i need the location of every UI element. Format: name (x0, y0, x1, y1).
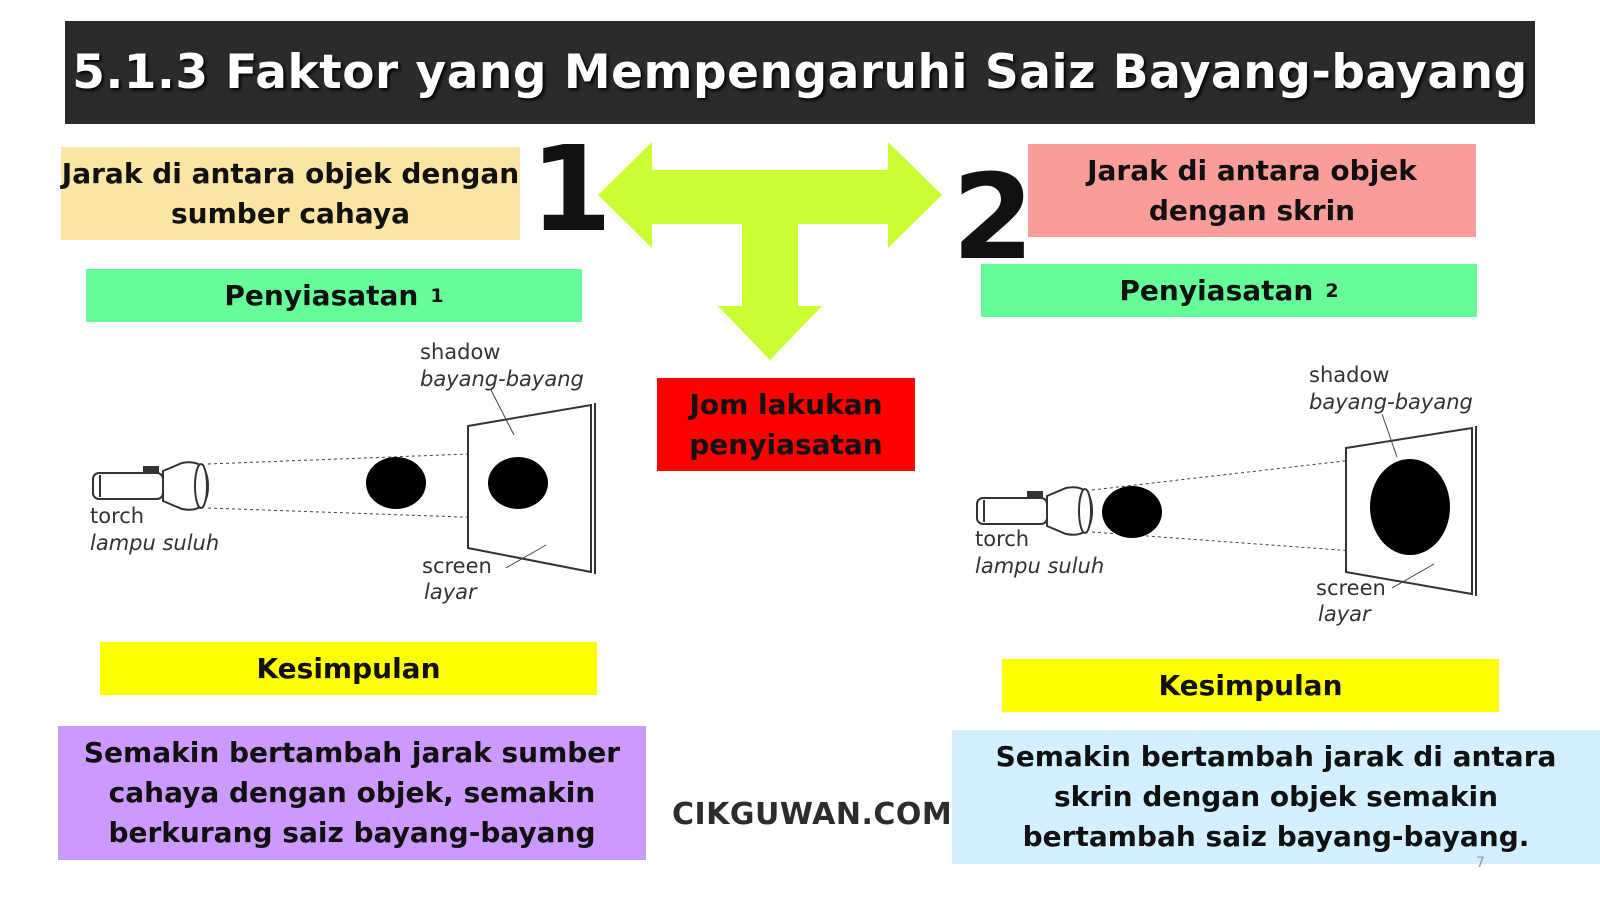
page-mark: 7 (1476, 855, 1485, 871)
factor-2-number: 2 (952, 148, 1035, 286)
torch-label: torch (90, 504, 144, 528)
torch-label-ms: lampu suluh (90, 531, 219, 555)
call-to-action: Jom lakukan penyiasatan (657, 378, 915, 471)
website-label: CIKGUWAN.COM (672, 797, 953, 832)
factor-1-label: Jarak di antara objek dengan sumber caha… (61, 147, 520, 240)
object-ball (1102, 486, 1162, 538)
shadow-shape (488, 457, 548, 509)
shadow-label-ms: bayang-bayang (1309, 390, 1473, 414)
shadow-diagram-1: shadow bayang-bayang torch lampu suluh s… (90, 340, 596, 604)
screen-label-ms: layar (1318, 602, 1372, 626)
conclusion-1-text: Semakin bertambah jarak sumber cahaya de… (58, 726, 646, 860)
torch-label-ms: lampu suluh (975, 554, 1104, 578)
shadow-shape (1370, 459, 1450, 555)
torch-label: torch (975, 527, 1029, 551)
title-bar: 5.1.3 Faktor yang Mempengaruhi Saiz Baya… (65, 21, 1535, 124)
torch-icon (976, 486, 1094, 536)
screen-label: screen (1316, 576, 1386, 600)
shadow-label: shadow (1309, 363, 1389, 387)
shadow-label: shadow (420, 340, 500, 364)
factor-2-label: Jarak di antara objek dengan skrin (1028, 144, 1476, 237)
shadow-diagram-2: shadow bayang-bayang torch lampu suluh s… (975, 363, 1477, 626)
object-ball (366, 457, 426, 509)
torch-icon (92, 461, 210, 511)
three-way-arrow-icon (598, 142, 942, 360)
conclusion-2-text: Semakin bertambah jarak di antara skrin … (952, 730, 1600, 864)
screen-label: screen (422, 554, 492, 578)
investigation-2-number: 2 (1325, 279, 1339, 302)
investigation-1-number: 1 (430, 284, 444, 307)
investigation-2-header: Penyiasatan 2 (981, 264, 1477, 317)
investigation-2-label: Penyiasatan (1119, 274, 1314, 307)
conclusion-2-heading: Kesimpulan (1002, 659, 1499, 712)
conclusion-1-heading: Kesimpulan (100, 642, 597, 695)
investigation-1-header: Penyiasatan 1 (86, 269, 582, 322)
factor-1-number: 1 (530, 120, 613, 258)
screen-label-ms: layar (424, 580, 478, 604)
shadow-label-ms: bayang-bayang (420, 367, 584, 391)
page-title: 5.1.3 Faktor yang Mempengaruhi Saiz Baya… (72, 45, 1528, 100)
investigation-1-label: Penyiasatan (224, 279, 419, 312)
